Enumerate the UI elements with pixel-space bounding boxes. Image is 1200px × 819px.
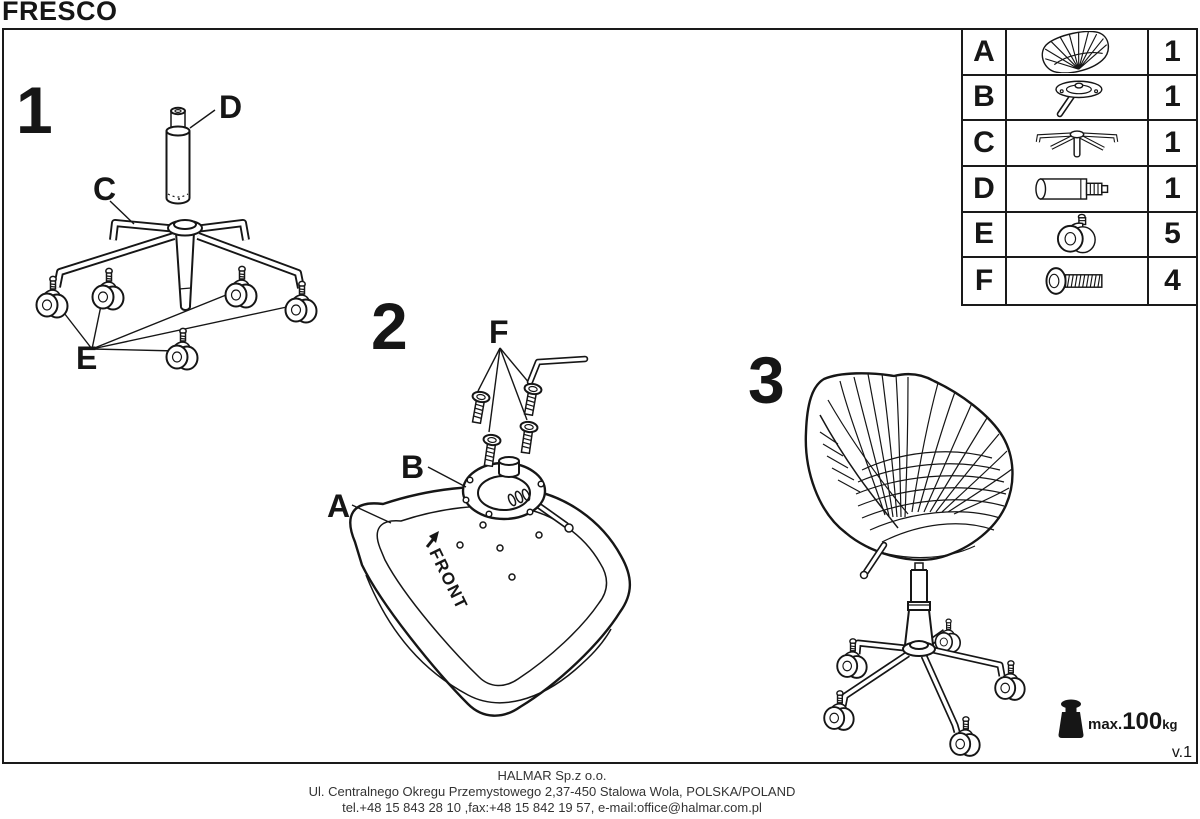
- part-icon-cell: [1007, 121, 1149, 167]
- parts-table: A 1 B 1 C: [961, 28, 1198, 306]
- seat-shell-icon: [1041, 30, 1110, 73]
- part-letter: D: [963, 167, 1007, 213]
- step1-diagram: 1 D: [16, 73, 318, 376]
- weight-limit-badge: max.100kg: [1056, 699, 1177, 741]
- step3-diagram: 3: [748, 343, 1026, 757]
- part-icon-cell: [1007, 30, 1149, 76]
- screw-parts: [467, 347, 589, 468]
- part-icon-cell: [1007, 258, 1149, 304]
- front-arrow-icon: [425, 531, 439, 548]
- weight-limit-text: max.100kg: [1088, 708, 1177, 736]
- step2-diagram: 2 FRONT A: [327, 289, 632, 717]
- part-letter: C: [963, 121, 1007, 167]
- caster-icon: [1056, 214, 1096, 254]
- part-letter: F: [963, 258, 1007, 304]
- footer-address: Ul. Centralnego Okregu Przemystowego 2,3…: [308, 784, 796, 799]
- leader-a: [351, 504, 392, 524]
- part-letter: E: [963, 212, 1007, 259]
- part-icon-cell: [1007, 167, 1149, 213]
- weight-icon: [1058, 699, 1084, 738]
- part-qty: 1: [1149, 121, 1196, 167]
- part-qty: 1: [1149, 76, 1196, 122]
- weight-unit: kg: [1162, 717, 1178, 732]
- part-icon-cell: [1007, 212, 1149, 259]
- part-qty: 4: [1164, 264, 1181, 298]
- star-base-icon: [1035, 130, 1119, 158]
- part-qty: 1: [1149, 30, 1196, 76]
- label-a: A: [327, 488, 350, 524]
- leader-c: [109, 200, 135, 225]
- seat-part: FRONT: [349, 485, 632, 717]
- mechanism-plate-part: [461, 456, 574, 533]
- part-letter: A: [963, 30, 1007, 76]
- part-qty: 1: [1149, 167, 1196, 213]
- label-f: F: [489, 314, 509, 350]
- version-label: v.1: [1171, 744, 1192, 761]
- assembled-chair: [804, 372, 1026, 757]
- label-e: E: [76, 340, 97, 376]
- footer-contact: tel.+48 15 843 28 10 ,fax:+48 15 842 19 …: [342, 800, 762, 815]
- footer-company: HALMAR Sp.z o.o.: [497, 768, 607, 783]
- step2-number: 2: [371, 289, 408, 363]
- leader-b: [427, 466, 467, 488]
- part-qty: 5: [1149, 213, 1196, 259]
- gas-lift-icon: [1035, 178, 1109, 200]
- star-base-part: [53, 219, 305, 312]
- caster-parts: [35, 265, 318, 371]
- weight-max-label: max.: [1088, 716, 1123, 733]
- leader-d: [189, 109, 216, 129]
- label-c: C: [93, 171, 116, 207]
- label-d: D: [219, 89, 242, 125]
- part-letter: B: [963, 75, 1007, 122]
- weight-value: 100: [1122, 708, 1163, 735]
- gas-lift-part: [165, 106, 191, 205]
- page-title: FRESCO: [2, 0, 118, 26]
- footer: HALMAR Sp.z o.o. Ul. Centralnego Okregu …: [0, 768, 1104, 816]
- diagram-frame: [2, 28, 1198, 764]
- screw-icon: [1045, 267, 1103, 295]
- mechanism-plate-icon: [1055, 81, 1103, 118]
- part-icon-cell: [1007, 75, 1149, 122]
- label-b: B: [401, 449, 424, 485]
- step1-number: 1: [16, 73, 53, 147]
- step3-number: 3: [748, 343, 785, 417]
